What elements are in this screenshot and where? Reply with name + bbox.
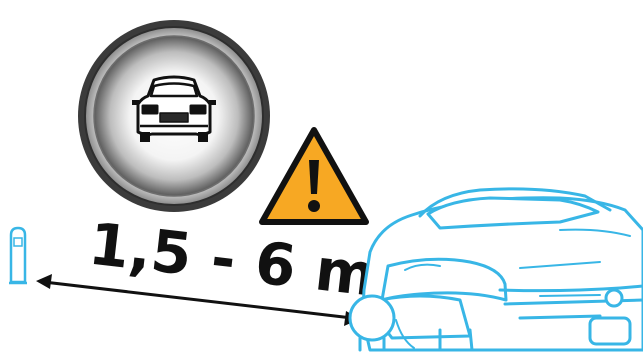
charging-station-icon <box>9 228 27 283</box>
warning-triangle-icon <box>262 130 366 222</box>
car-rear-outline-icon <box>350 189 643 350</box>
